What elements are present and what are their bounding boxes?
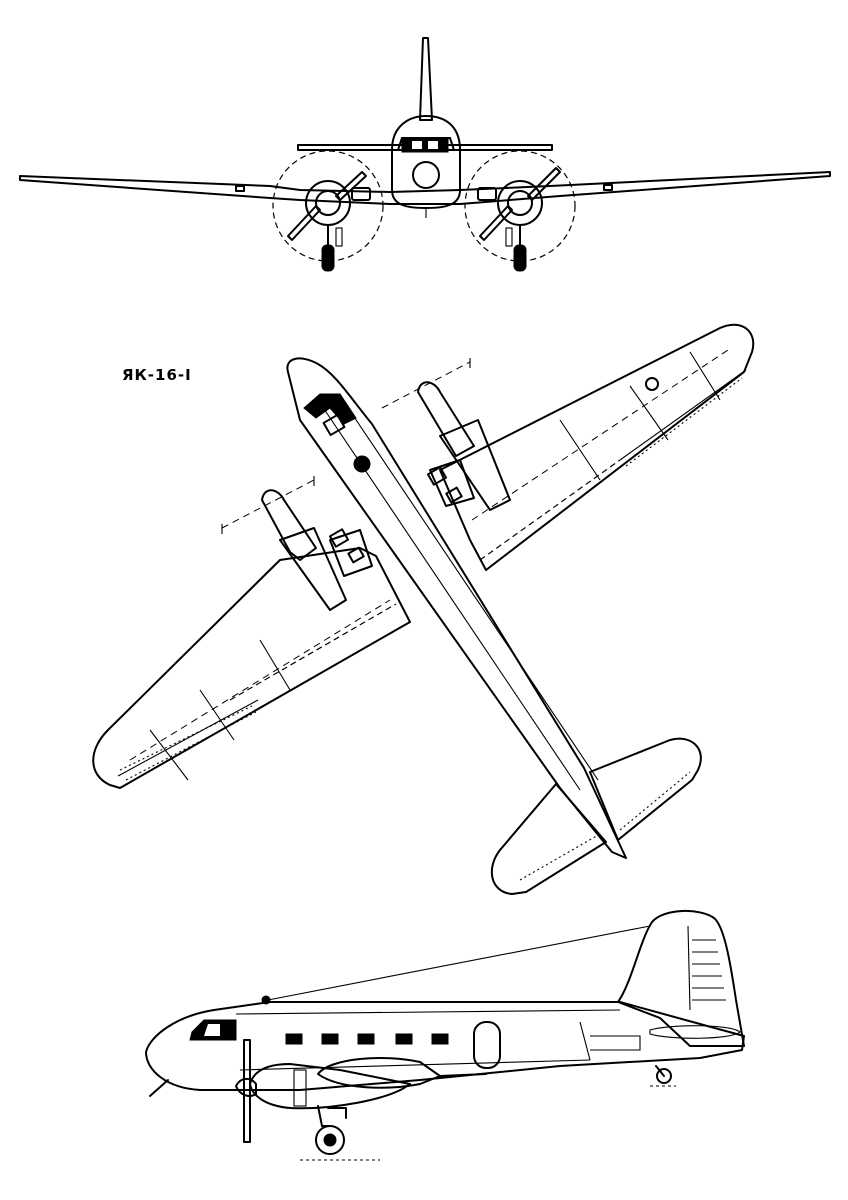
top-left-wing [92, 547, 411, 789]
side-fuselage [145, 1001, 745, 1091]
top-left-nacelle [221, 476, 373, 611]
front-nose [412, 161, 440, 189]
side-tailplane [649, 1025, 741, 1039]
top-left-tailplane [491, 783, 607, 895]
side-door [473, 1021, 501, 1069]
right-propeller-blade [479, 205, 513, 241]
front-left-engine [272, 150, 384, 272]
side-window [357, 1033, 375, 1045]
top-right-nacelle [381, 358, 511, 511]
top-view [92, 323, 755, 895]
left-main-wheel [321, 244, 335, 272]
front-view [19, 37, 831, 272]
aircraft-model-label: ЯК-16-I [122, 366, 192, 384]
front-fuselage [391, 115, 461, 209]
side-engine-nacelle [249, 1063, 411, 1110]
left-propeller-blade [335, 171, 367, 201]
side-view [145, 909, 745, 1161]
side-main-wheel [315, 1125, 345, 1155]
front-right-engine [464, 150, 576, 272]
left-propeller-line [221, 479, 315, 529]
top-right-tailplane [589, 737, 702, 841]
front-stabilizer [297, 144, 553, 151]
left-propeller-blade [287, 205, 321, 241]
front-cockpit-frame [401, 137, 449, 153]
front-fin [419, 37, 433, 121]
right-propeller-disc [464, 150, 576, 262]
top-fuselage [286, 357, 627, 859]
side-window [285, 1033, 303, 1045]
top-antenna-mast [353, 455, 371, 473]
right-main-wheel [513, 244, 527, 272]
top-cockpit [303, 393, 357, 425]
right-propeller-line [381, 361, 471, 409]
side-window [321, 1033, 339, 1045]
side-window [431, 1033, 449, 1045]
side-propeller [243, 1039, 251, 1143]
side-fin [617, 909, 745, 1047]
side-window [395, 1033, 413, 1045]
side-antenna-wire [267, 925, 651, 1001]
left-propeller-disc [272, 150, 384, 262]
side-tail-wheel [656, 1068, 672, 1084]
right-propeller-blade [527, 167, 561, 201]
top-right-wing [439, 323, 755, 571]
